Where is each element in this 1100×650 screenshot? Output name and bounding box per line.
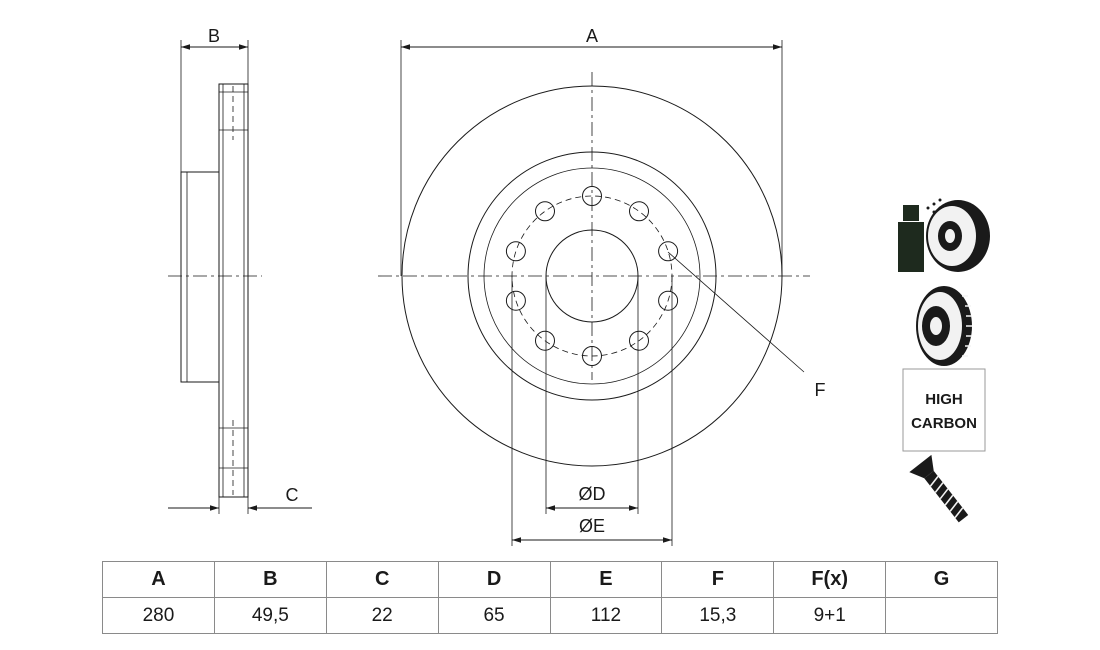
bolt-hole	[505, 290, 526, 311]
spec-value-cell: 280	[102, 597, 215, 634]
spec-header-cell: B	[213, 561, 327, 598]
spec-table-header-row: A B C D E F F(x) G	[102, 561, 998, 598]
spec-header-cell: F	[661, 561, 775, 598]
spec-header-cell: A	[102, 561, 215, 598]
spec-value-cell: 9+1	[773, 597, 887, 634]
spec-table-value-row: 280 49,5 22 65 112 15,3 9+1	[102, 597, 998, 634]
spec-value-cell: 49,5	[213, 597, 327, 634]
spec-value-cell: 65	[437, 597, 551, 634]
spec-table: A B C D E F F(x) G 280 49,5 22 65 112 15…	[102, 561, 998, 634]
dim-label-d: ØD	[579, 484, 606, 504]
disc-side-view: B C	[168, 26, 312, 514]
dim-label-f: F	[815, 380, 826, 400]
coated-disc-icon	[898, 198, 990, 272]
vented-disc-icon	[916, 286, 972, 366]
bolt-hole	[629, 330, 649, 351]
dim-label-a: A	[586, 26, 598, 46]
spec-header-cell: D	[437, 561, 551, 598]
high-carbon-line-2: CARBON	[911, 415, 977, 432]
spec-header-cell: F(x)	[773, 561, 887, 598]
spec-header-cell: C	[325, 561, 439, 598]
dim-label-c: C	[286, 485, 299, 505]
dim-label-b: B	[208, 26, 220, 46]
bolt-hole	[658, 290, 679, 311]
high-carbon-line-1: HIGH	[925, 391, 963, 408]
spec-value-cell: 15,3	[661, 597, 775, 634]
high-carbon-badge: HIGH CARBON	[902, 368, 986, 452]
spec-header-cell: G	[885, 561, 998, 598]
dim-label-e: ØE	[579, 516, 605, 536]
screw-icon	[909, 454, 969, 523]
bolt-hole	[658, 241, 679, 262]
bolt-hole	[505, 241, 526, 262]
spec-header-cell: E	[549, 561, 663, 598]
bolt-hole	[535, 330, 555, 351]
bolt-hole	[535, 201, 555, 222]
bolt-hole	[582, 346, 602, 366]
disc-front-view: A ØD ØE F	[378, 26, 826, 546]
bolt-hole	[629, 201, 649, 222]
bolt-holes	[505, 186, 679, 366]
spec-value-cell	[885, 597, 998, 634]
bolt-hole	[582, 186, 602, 206]
spec-value-cell: 112	[549, 597, 663, 634]
spec-value-cell: 22	[325, 597, 439, 634]
